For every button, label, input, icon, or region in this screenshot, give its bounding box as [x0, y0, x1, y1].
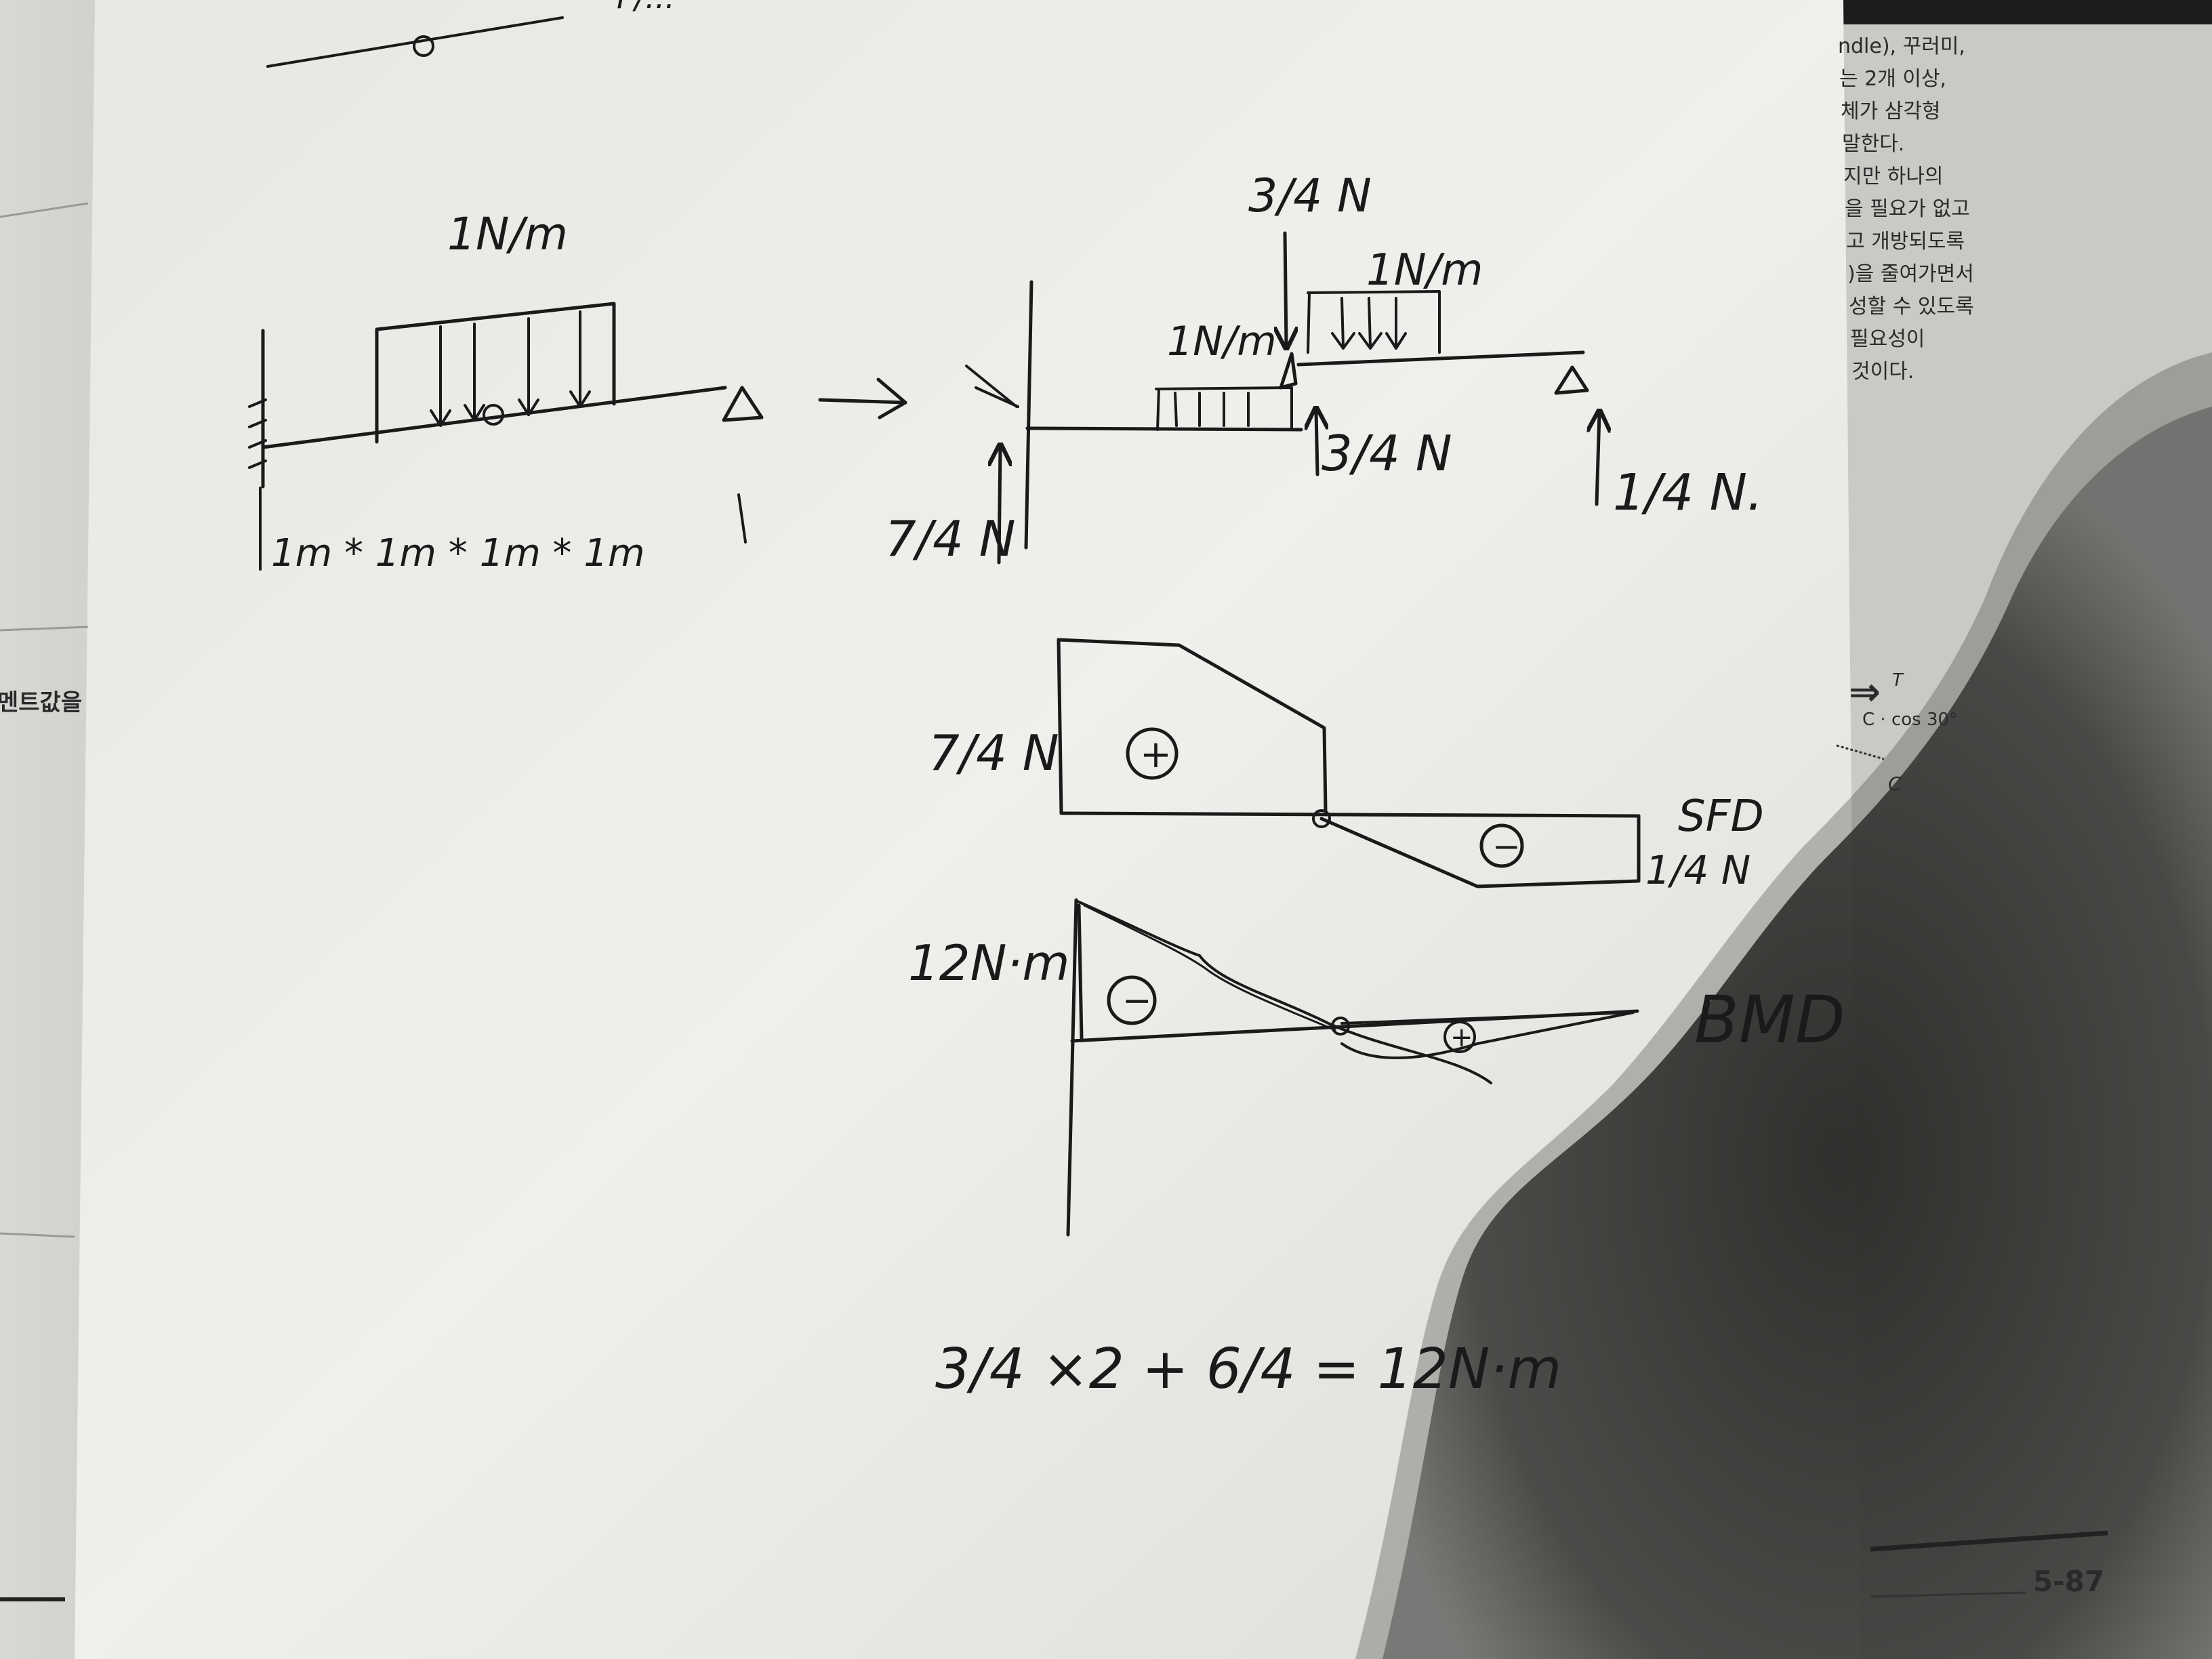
right-dist-load-label: 1N/m [1366, 245, 1483, 295]
point-load-label: 3/4 N [1248, 169, 1372, 223]
figure-c-label: C [1888, 773, 1902, 795]
bmd-value: 12N·m [908, 935, 1070, 991]
bmd-diagram: − + 12N·m BMD [908, 898, 1845, 1237]
left-page-rule [0, 202, 89, 218]
moment-equation: 3/4 ×2 + 6/4 = 12N·m [935, 1337, 1561, 1401]
sfd-negative-sign: − [1492, 827, 1521, 866]
sfd-positive-sign: + [1140, 733, 1172, 777]
beam1-sketch: 1N/m 1m * 1m * 1m * 1m [248, 208, 764, 575]
footer-rule-thin [1870, 1591, 2027, 1598]
right-page-line: 것이다. [1851, 360, 1914, 384]
left-dist-load-label: 1N/m [1167, 318, 1277, 365]
right-page-line: 을 필요가 없고 [1845, 197, 1970, 221]
bmd-negative-sign: − [1122, 981, 1152, 1021]
right-page-line: )을 줄여가면서 [1847, 262, 1974, 286]
bmd-positive-sign: + [1450, 1022, 1473, 1053]
right-page-figure: ⇒ T C · cos 30° C [1836, 670, 1958, 795]
left-page-text: 멘트값을 [0, 689, 82, 716]
beam1-load-label: 1N/m [447, 208, 568, 260]
transform-arrow [818, 398, 907, 405]
right-page-line: 고 개방되도록 [1846, 230, 1965, 253]
middle-reaction-label: 3/4 N [1322, 425, 1452, 482]
sfd-title: SFD [1678, 792, 1764, 842]
right-page-line: 말한다. [1842, 132, 1904, 156]
right-page-line: 지만 하나의 [1843, 165, 1944, 188]
figure-t-label: T [1892, 670, 1904, 691]
right-page-line: ndle), 꾸러미, [1838, 35, 1965, 58]
right-page-line: 성할 수 있도록 [1849, 295, 1974, 319]
right-page-line: 체가 삼각형 [1841, 100, 1941, 123]
right-page-line: 는 2개 이상, [1839, 67, 1946, 91]
figure-cos-label: C · cos 30° [1862, 710, 1958, 730]
right-page-dark-top [1830, 0, 2212, 24]
beam1-dimension-label: 1m * 1m * 1m * 1m [271, 531, 645, 575]
sfd-right-value: 1/4 N [1645, 847, 1750, 893]
beam2-sketch: 3/4 N 1N/m 1N/m 7/4 N 3/4 N 1/4 N. [885, 169, 1763, 567]
svg-text:F/...: F/... [617, 0, 675, 16]
left-page-rule [0, 626, 89, 632]
right-page-line: 필요성이 [1850, 327, 1925, 351]
footer-rule-thick [1870, 1530, 2108, 1552]
top-fragment: F/... [266, 0, 675, 68]
sfd-diagram: + − 7/4 N 1/4 N SFD [928, 638, 1764, 893]
sfd-left-value: 7/4 N [928, 724, 1059, 781]
bmd-title: BMD [1694, 982, 1845, 1058]
left-page-rule [0, 1232, 75, 1238]
double-arrow-icon: ⇒ [1849, 670, 1881, 714]
hand-shadow [1382, 407, 2212, 1659]
left-reaction-label: 7/4 N [885, 510, 1016, 567]
right-reaction-label: 1/4 N. [1613, 464, 1763, 522]
page-number: 5-87 [2033, 1565, 2104, 1598]
figure-hatch [1836, 744, 1885, 760]
